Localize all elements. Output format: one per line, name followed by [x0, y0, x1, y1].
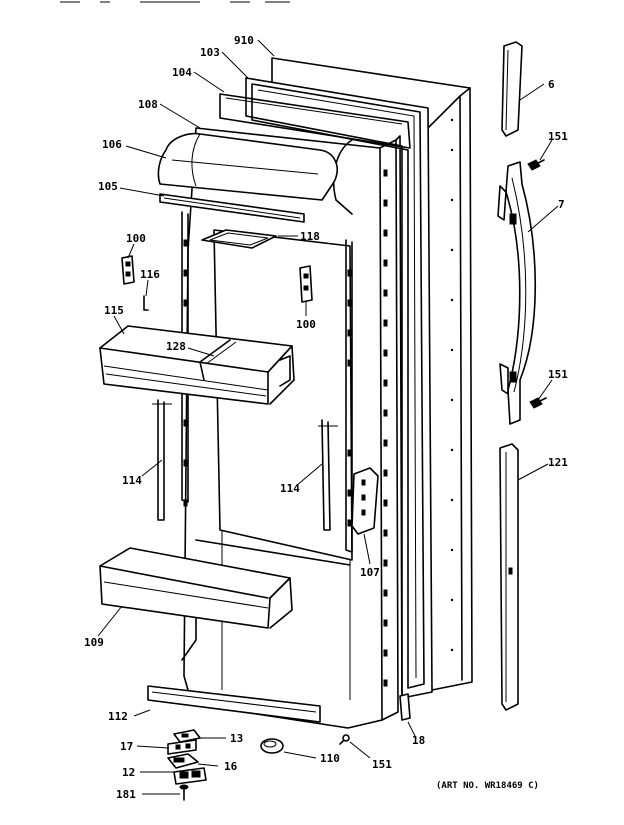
callout-103: 103 — [200, 46, 220, 59]
callout-114-left: 114 — [122, 474, 142, 487]
callout-121: 121 — [548, 456, 568, 469]
callout-910: 910 — [234, 34, 254, 47]
callout-105: 105 — [98, 180, 118, 193]
callout-100-left: 100 — [126, 232, 146, 245]
callout-118: 118 — [300, 230, 320, 243]
callout-151-middle: 151 — [548, 368, 568, 381]
shelf-clip-right — [299, 265, 313, 303]
hinge-16 — [167, 753, 199, 769]
art-number: (ART NO. WR18469 C) — [436, 781, 539, 791]
door-handle-7 — [497, 161, 537, 425]
callout-7: 7 — [558, 198, 565, 211]
dairy-trim-bar — [159, 193, 305, 223]
lower-door-bin — [99, 547, 293, 629]
callout-114-right: 114 — [280, 482, 300, 495]
callout-109: 109 — [84, 636, 104, 649]
callout-108: 108 — [138, 98, 158, 111]
egg-tray — [201, 229, 277, 249]
trim-strip-121 — [499, 443, 519, 711]
callout-13: 13 — [230, 732, 243, 745]
liner-edge-dots — [383, 169, 388, 687]
dairy-compartment-door — [157, 132, 338, 201]
handle-cap-6 — [501, 41, 523, 137]
callout-151-bottom: 151 — [372, 758, 392, 771]
cap-110 — [260, 738, 284, 754]
callout-104: 104 — [172, 66, 192, 79]
callout-112: 112 — [108, 710, 128, 723]
shelf-support-107 — [351, 467, 379, 535]
upper-door-bin — [99, 325, 295, 405]
callout-110: 110 — [320, 752, 340, 765]
callout-107: 107 — [360, 566, 380, 579]
screw-151-upper — [527, 159, 545, 171]
callout-151-upper: 151 — [548, 130, 568, 143]
shelf-clip-left — [121, 255, 135, 285]
bottom-trim-bar — [147, 685, 321, 723]
callout-128: 128 — [166, 340, 186, 353]
screw-151-bottom — [339, 734, 350, 745]
callout-17: 17 — [120, 740, 133, 753]
callout-106: 106 — [102, 138, 122, 151]
hinge-17 — [167, 739, 197, 755]
leader-lines — [97, 39, 559, 795]
callout-labels: 910 103 104 108 106 105 118 100 116 100 … — [84, 34, 568, 801]
screw-151-middle — [529, 397, 547, 409]
callout-115: 115 — [104, 304, 124, 317]
callout-181: 181 — [116, 788, 136, 801]
callout-12: 12 — [122, 766, 135, 779]
hinge-12 — [173, 767, 207, 785]
callout-18: 18 — [412, 734, 425, 747]
callout-16: 16 — [224, 760, 238, 773]
callout-116: 116 — [140, 268, 160, 281]
callout-100-right: 100 — [296, 318, 316, 331]
panel-screw-dots — [450, 118, 454, 652]
callout-6: 6 — [548, 78, 555, 91]
gasket-strip-18 — [399, 693, 411, 721]
screw-181 — [179, 784, 189, 801]
small-clip-116 — [143, 295, 149, 311]
